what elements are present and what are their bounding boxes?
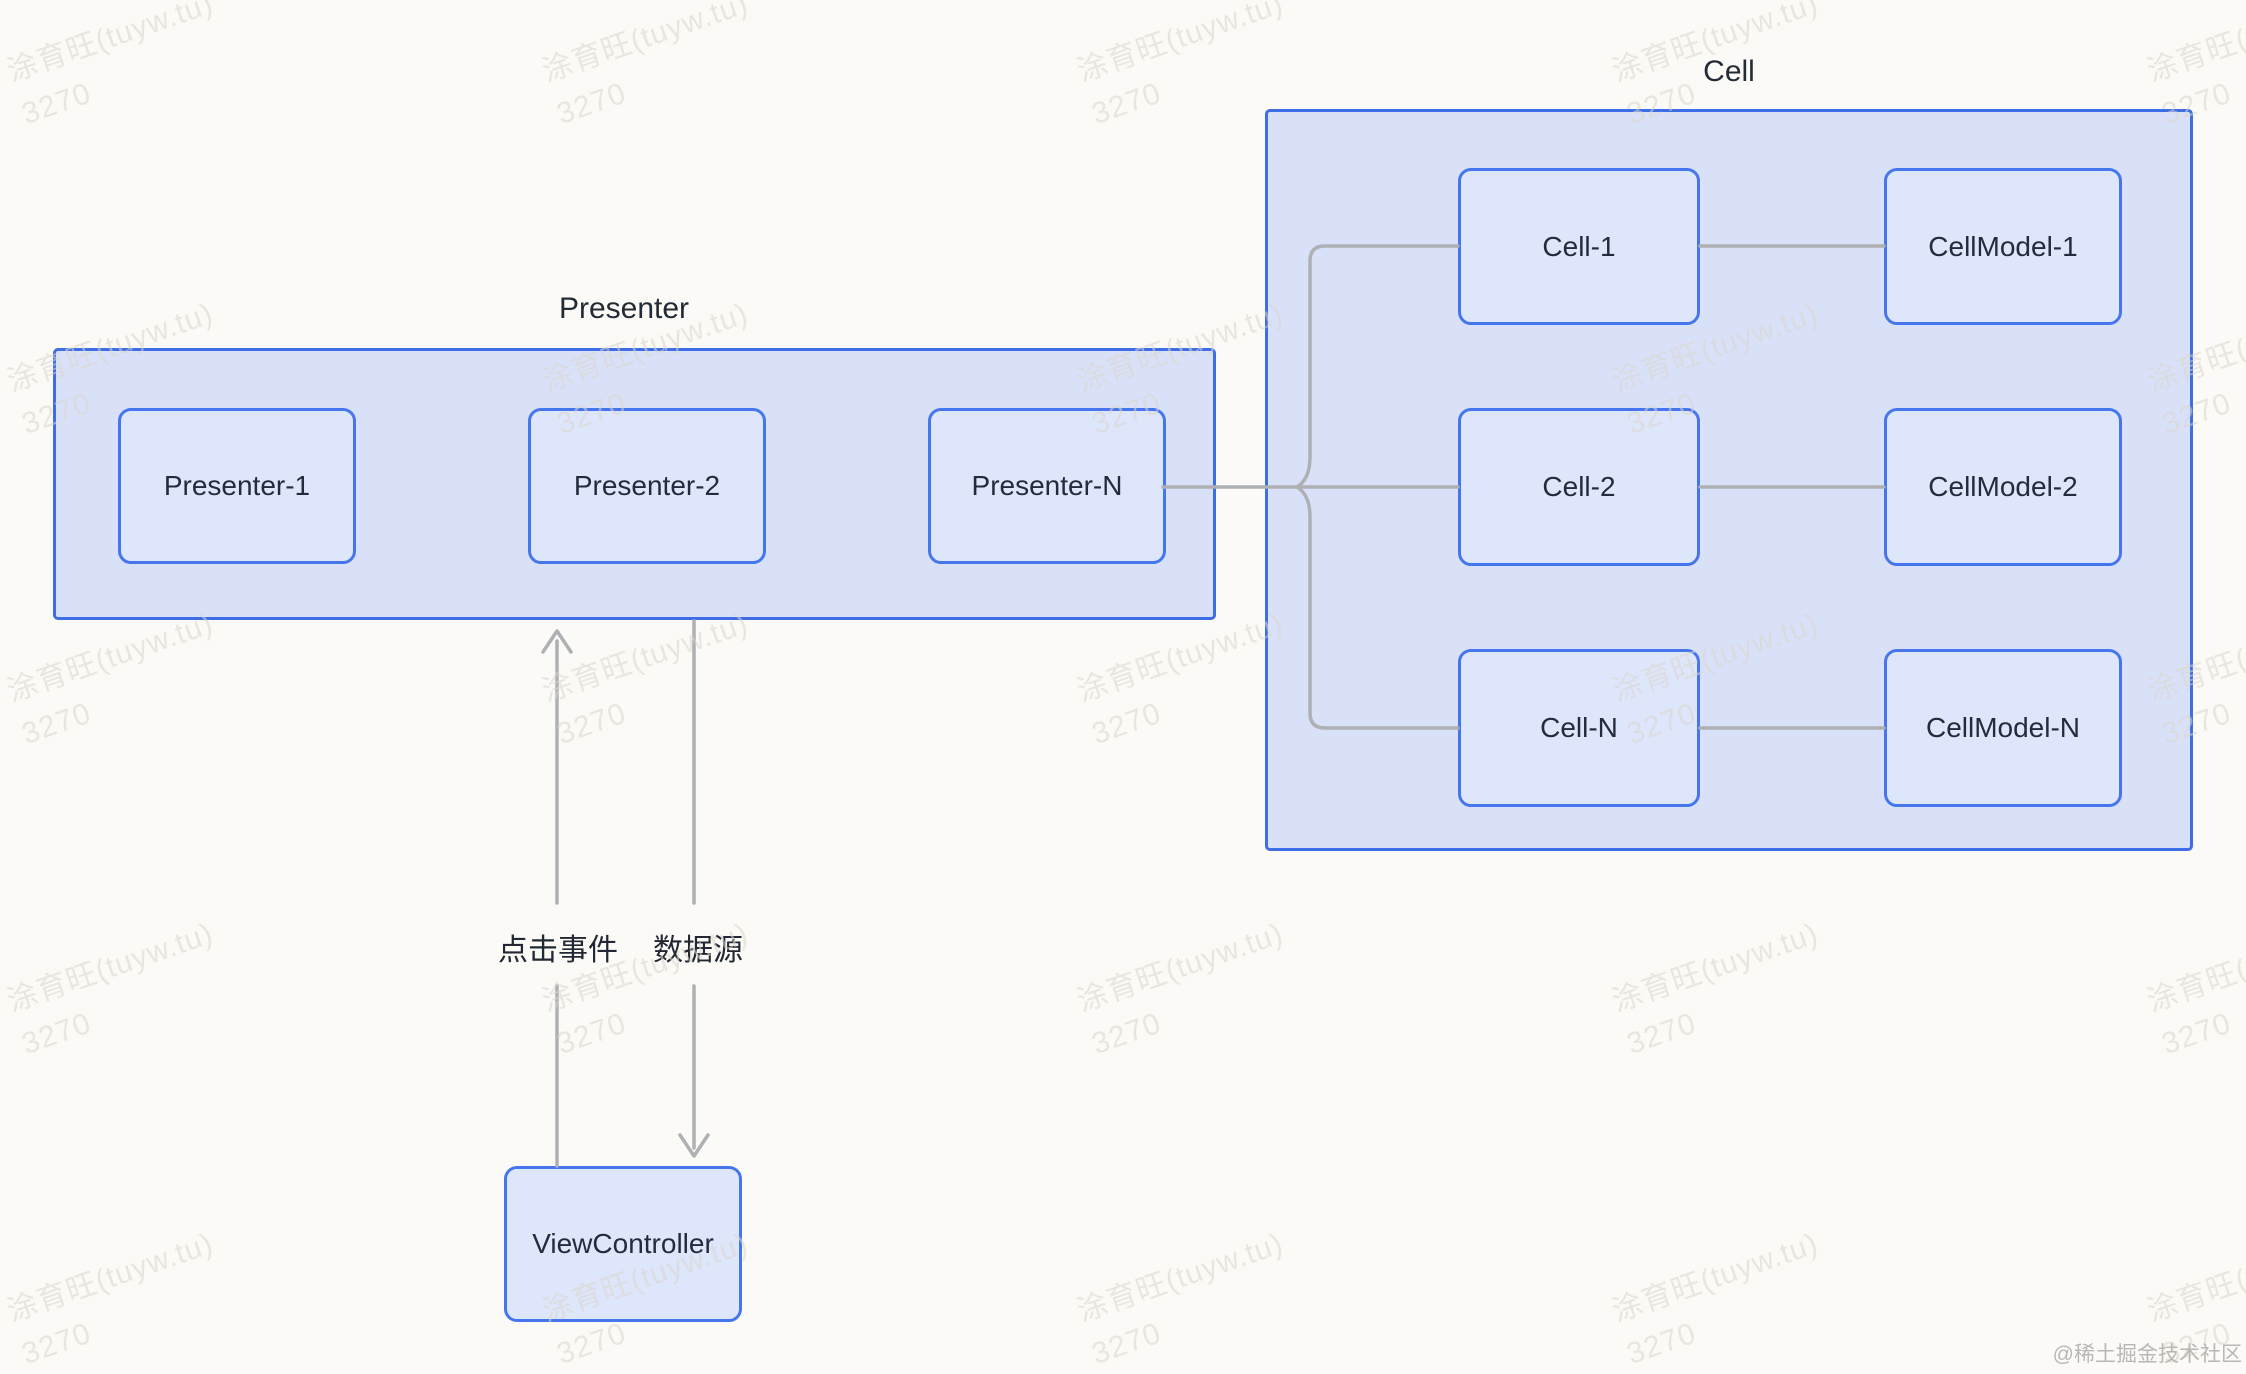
- cellmodel-n-node: CellModel-N: [1884, 649, 2122, 807]
- watermark-text: 涂育旺(tuyw.tu)3270: [538, 607, 753, 751]
- click-event-label: 点击事件: [498, 934, 618, 967]
- cell-1-label: Cell-1: [1542, 230, 1616, 262]
- watermark-text: 涂育旺(tuyw.tu)3270: [3, 1227, 218, 1371]
- cellmodel-1-label: CellModel-1: [1928, 230, 2078, 262]
- viewcontroller-label: ViewController: [532, 1228, 714, 1259]
- presenter-2-label: Presenter-2: [573, 470, 721, 501]
- cell-n-label: Cell-N: [1540, 712, 1618, 743]
- watermark-text: 涂育旺(tuyw.tu)3270: [3, 607, 218, 751]
- viewcontroller-node: ViewController: [504, 1166, 742, 1322]
- data-source-label: 数据源: [653, 934, 743, 967]
- credit-watermark: @稀土掘金技术社区: [2052, 1343, 2242, 1366]
- presenter-1-node: Presenter-1: [118, 408, 356, 564]
- watermark-text: 涂育旺(tuyw.tu)3270: [1608, 917, 1823, 1061]
- watermark-text: 涂育旺(tuyw.tu)3270: [1073, 1227, 1288, 1371]
- arrowhead-up-icon: [541, 629, 573, 654]
- arrowhead-down-icon: [678, 1133, 710, 1158]
- cell-n-node: Cell-N: [1458, 649, 1700, 807]
- cellmodel-1-node: CellModel-1: [1884, 168, 2122, 325]
- presenter-2-node: Presenter-2: [528, 408, 766, 564]
- watermark-text: 涂育旺(tuyw.tu)3270: [3, 917, 218, 1061]
- watermark-text: 涂育旺(tuyw.tu)3270: [1608, 1227, 1823, 1371]
- watermark-text: 涂育旺(tuyw.tu)3270: [2143, 917, 2246, 1061]
- cell-group-title: Cell: [1703, 55, 1755, 88]
- cellmodel-2-label: CellModel-2: [1928, 471, 2078, 502]
- cellmodel-2-node: CellModel-2: [1884, 408, 2122, 566]
- watermark-text: 涂育旺(tuyw.tu)3270: [1073, 917, 1288, 1061]
- presenter-n-node: Presenter-N: [928, 408, 1166, 564]
- watermark-text: 涂育旺(tuyw.tu)3270: [3, 0, 218, 131]
- presenter-group-title: Presenter: [558, 292, 690, 325]
- cell-2-node: Cell-2: [1458, 408, 1700, 566]
- presenter-n-label: Presenter-N: [971, 470, 1123, 501]
- cellmodel-n-label: CellModel-N: [1925, 712, 2081, 743]
- presenter-1-label: Presenter-1: [163, 470, 311, 501]
- cell-2-label: Cell-2: [1542, 471, 1616, 502]
- cell-1-node: Cell-1: [1458, 168, 1700, 325]
- watermark-text: 涂育旺(tuyw.tu)3270: [538, 0, 753, 131]
